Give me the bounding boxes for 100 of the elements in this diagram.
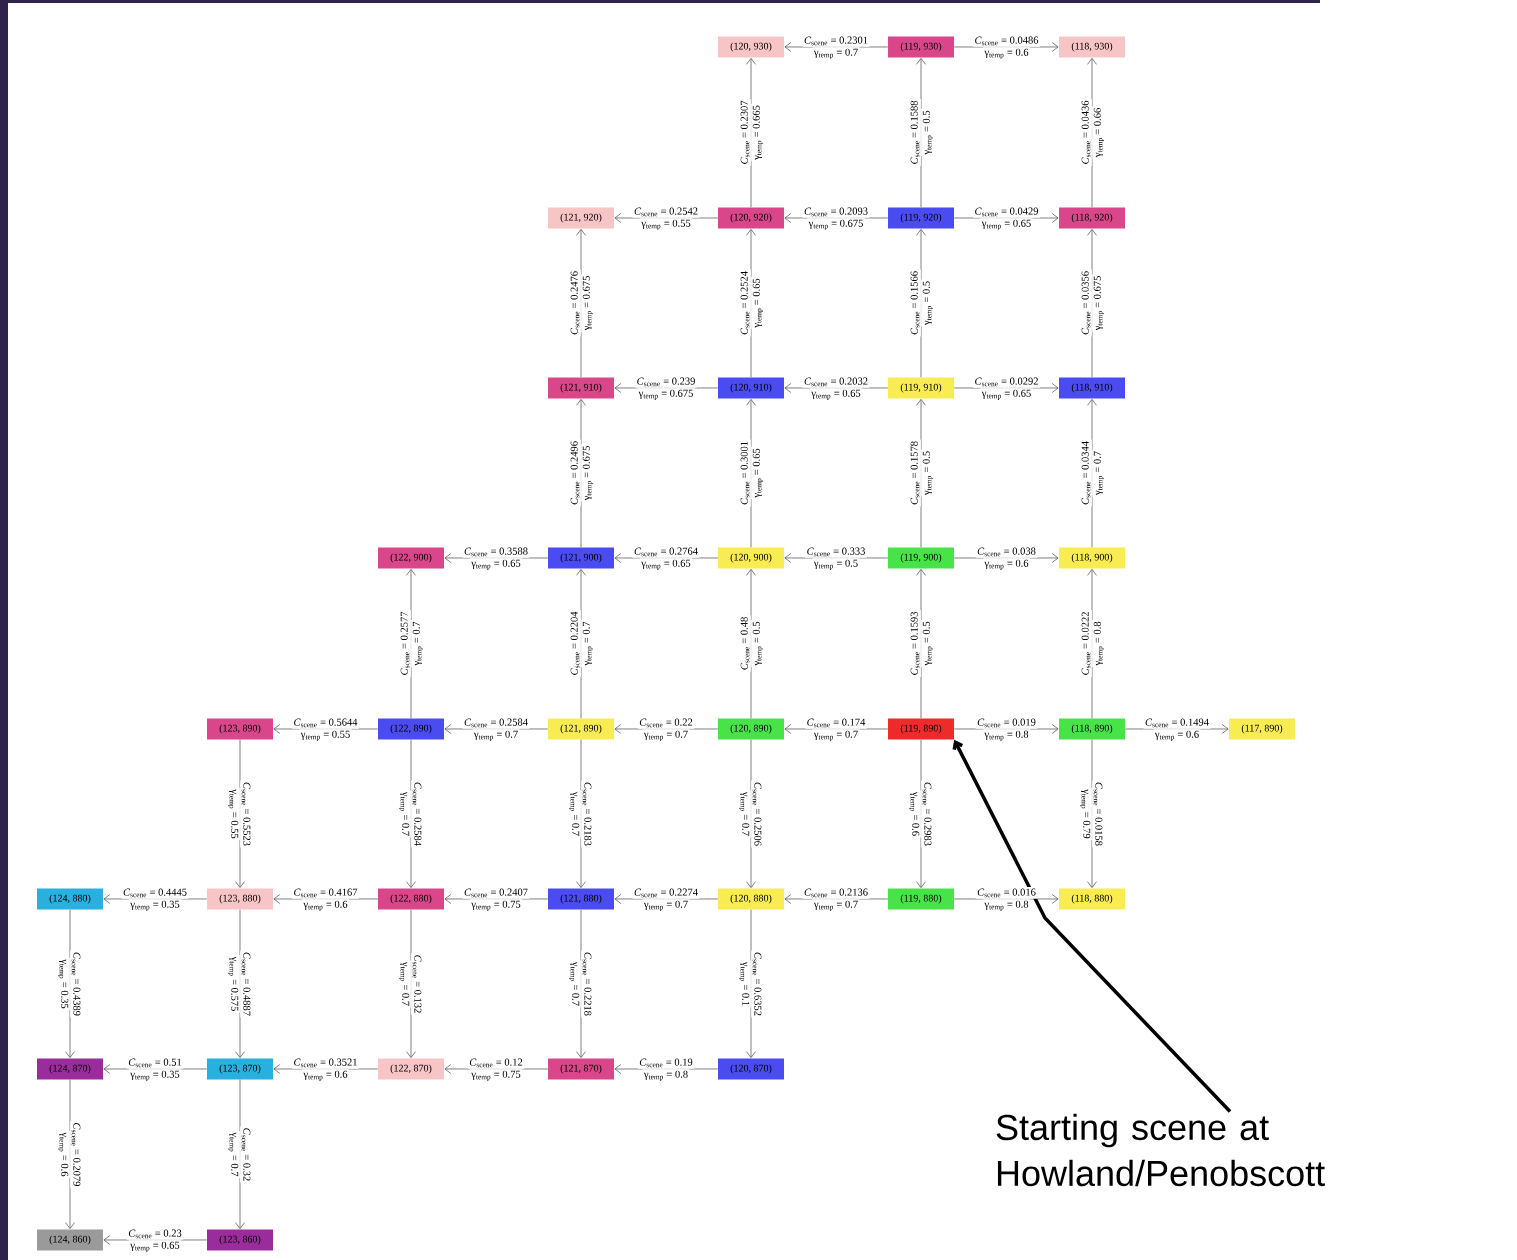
- edge-label: C$_{scene}$ = 0.0429: [973, 206, 1040, 218]
- edge-label: γ$_{temp}$ = 0.665: [751, 103, 765, 162]
- edge-label: C$_{scene}$ = 0.1593: [909, 610, 921, 677]
- edge-label: γ$_{temp}$ = 0.65: [469, 558, 523, 572]
- coordinate-box: (121, 890): [548, 718, 614, 740]
- edge-label: γ$_{temp}$ = 0.5: [921, 449, 935, 497]
- coordinate-box: (122, 900): [378, 547, 444, 569]
- edge-label: C$_{scene}$ = 0.2542: [632, 206, 700, 218]
- coordinate-box: (118, 930): [1059, 36, 1125, 58]
- edge-label: γ$_{temp}$ = 0.65: [639, 558, 693, 572]
- coordinate-box: (120, 880): [718, 888, 784, 910]
- coordinate-box: (123, 870): [207, 1058, 273, 1080]
- edge-label: γ$_{temp}$ = 0.7: [581, 619, 595, 668]
- edge-label: C$_{scene}$ = 0.22: [637, 717, 695, 729]
- edge-label: C$_{scene}$ = 0.0486: [973, 35, 1040, 47]
- coordinate-box: (124, 880): [37, 888, 103, 910]
- edge-label: γ$_{temp}$ = 0.7: [812, 47, 860, 61]
- edge-label: γ$_{temp}$ = 0.7: [397, 790, 411, 838]
- edge-label: γ$_{temp}$ = 0.1: [737, 960, 751, 1008]
- edge-label: C$_{scene}$ = 0.0222: [1080, 610, 1092, 677]
- edge-label: C$_{scene}$ = 0.239: [635, 376, 697, 388]
- edge-label: γ$_{temp}$ = 0.65: [980, 388, 1033, 402]
- edge-label: γ$_{temp}$ = 0.8: [982, 729, 1031, 743]
- edge-label: C$_{scene}$ = 0.333: [805, 546, 867, 558]
- edge-label: γ$_{temp}$ = 0.5: [921, 279, 935, 327]
- edge-label: C$_{scene}$ = 0.2764: [632, 546, 700, 558]
- coordinate-box: (119, 890): [888, 718, 954, 740]
- edge-label: γ$_{temp}$ = 0.65: [809, 388, 863, 402]
- coordinate-box: (121, 920): [548, 207, 614, 229]
- edge-label: C$_{scene}$ = 0.4887: [240, 950, 252, 1018]
- edge-label: C$_{scene}$ = 0.2307: [739, 99, 751, 166]
- edge-label: C$_{scene}$ = 0.0292: [973, 376, 1040, 388]
- coordinate-box: (120, 900): [718, 547, 784, 569]
- edge-label: γ$_{temp}$ = 0.6: [1153, 729, 1201, 743]
- edge-label: γ$_{temp}$ = 0.7: [812, 899, 860, 913]
- coordinate-box: (120, 910): [718, 377, 784, 399]
- edge-label: C$_{scene}$ = 0.3588: [462, 546, 530, 558]
- edge-label: C$_{scene}$ = 0.2506: [751, 780, 763, 848]
- coordinate-box: (121, 910): [548, 377, 614, 399]
- coordinate-box: (119, 920): [888, 207, 954, 229]
- edge-label: C$_{scene}$ = 0.3521: [292, 1057, 359, 1069]
- coordinate-box: (124, 860): [37, 1229, 103, 1251]
- coordinate-box: (123, 880): [207, 888, 273, 910]
- coordinate-box: (119, 900): [888, 547, 954, 569]
- edge-label: C$_{scene}$ = 0.2079: [70, 1121, 82, 1188]
- edge-label: C$_{scene}$ = 0.1566: [909, 269, 921, 337]
- edge-label: γ$_{temp}$ = 0.66: [1092, 106, 1106, 159]
- edge-label: γ$_{temp}$ = 0.5: [751, 619, 765, 668]
- coordinate-box: (123, 890): [207, 718, 273, 740]
- edge-label: C$_{scene}$ = 0.4389: [70, 950, 82, 1018]
- edge-label: C$_{scene}$ = 0.5644: [292, 717, 359, 729]
- edge-label: C$_{scene}$ = 0.2584: [411, 780, 423, 848]
- edge-label: C$_{scene}$ = 0.12: [467, 1057, 525, 1069]
- edge-label: C$_{scene}$ = 0.2274: [632, 887, 700, 899]
- coordinate-box: (120, 890): [718, 718, 784, 740]
- edge-label: γ$_{temp}$ = 0.675: [637, 388, 695, 402]
- edge-label: γ$_{temp}$ = 0.7: [642, 899, 690, 913]
- edge-label: C$_{scene}$ = 0.2524: [739, 269, 751, 337]
- edge-label: γ$_{temp}$ = 0.5: [812, 558, 860, 572]
- edge-label: C$_{scene}$ = 0.4445: [121, 887, 189, 899]
- coordinate-box: (121, 880): [548, 888, 614, 910]
- edge-label: C$_{scene}$ = 0.48: [739, 615, 751, 672]
- coordinate-box: (121, 870): [548, 1058, 614, 1080]
- edge-label: C$_{scene}$ = 0.2093: [802, 206, 870, 218]
- edge-label: γ$_{temp}$ = 0.5: [921, 619, 935, 668]
- edge-label: γ$_{temp}$ = 0.5: [921, 108, 935, 157]
- edge-label: C$_{scene}$ = 0.2136: [802, 887, 870, 899]
- edge-label: C$_{scene}$ = 0.2983: [921, 780, 933, 848]
- edge-label: C$_{scene}$ = 0.2218: [581, 950, 593, 1018]
- edge-label: γ$_{temp}$ = 0.7: [411, 619, 425, 668]
- edge-label: γ$_{temp}$ = 0.7: [737, 790, 751, 838]
- edge-label: γ$_{temp}$ = 0.7: [472, 729, 520, 743]
- edge-label: C$_{scene}$ = 0.1494: [1143, 717, 1211, 729]
- edge-label: γ$_{temp}$ = 0.65: [980, 218, 1033, 232]
- edge-label: γ$_{temp}$ = 0.675: [581, 274, 595, 332]
- edge-label: γ$_{temp}$ = 0.7: [226, 1130, 240, 1179]
- edge-label: γ$_{temp}$ = 0.79: [1078, 787, 1092, 841]
- arrow: [952, 739, 1232, 1113]
- edge-label: γ$_{temp}$ = 0.6: [301, 1069, 350, 1083]
- edge-label: γ$_{temp}$ = 0.35: [128, 899, 182, 913]
- edge-label: γ$_{temp}$ = 0.7: [397, 960, 411, 1008]
- edge-label: γ$_{temp}$ = 0.575: [226, 955, 240, 1013]
- edge-label: C$_{scene}$ = 0.038: [975, 546, 1038, 558]
- edge-label: γ$_{temp}$ = 0.8: [1092, 619, 1106, 668]
- edge-label: C$_{scene}$ = 0.2204: [569, 610, 581, 677]
- coordinate-box: (120, 920): [718, 207, 784, 229]
- edge-label: C$_{scene}$ = 0.2183: [581, 780, 593, 848]
- coordinate-box: (119, 930): [888, 36, 954, 58]
- edge-label: C$_{scene}$ = 0.016: [975, 887, 1038, 899]
- coordinate-box: (119, 910): [888, 377, 954, 399]
- edge-label: γ$_{temp}$ = 0.675: [581, 444, 595, 502]
- coordinate-box: (119, 880): [888, 888, 954, 910]
- edge-label: C$_{scene}$ = 0.3001: [739, 439, 751, 507]
- coordinate-box: (121, 900): [548, 547, 614, 569]
- coordinate-box: (122, 870): [378, 1058, 444, 1080]
- edge-label: C$_{scene}$ = 0.5523: [240, 780, 252, 848]
- edge-label: γ$_{temp}$ = 0.55: [639, 218, 693, 232]
- coordinate-box: (118, 910): [1059, 377, 1125, 399]
- edge-label: C$_{scene}$ = 0.0356: [1080, 269, 1092, 337]
- edge-label: γ$_{temp}$ = 0.55: [299, 729, 352, 743]
